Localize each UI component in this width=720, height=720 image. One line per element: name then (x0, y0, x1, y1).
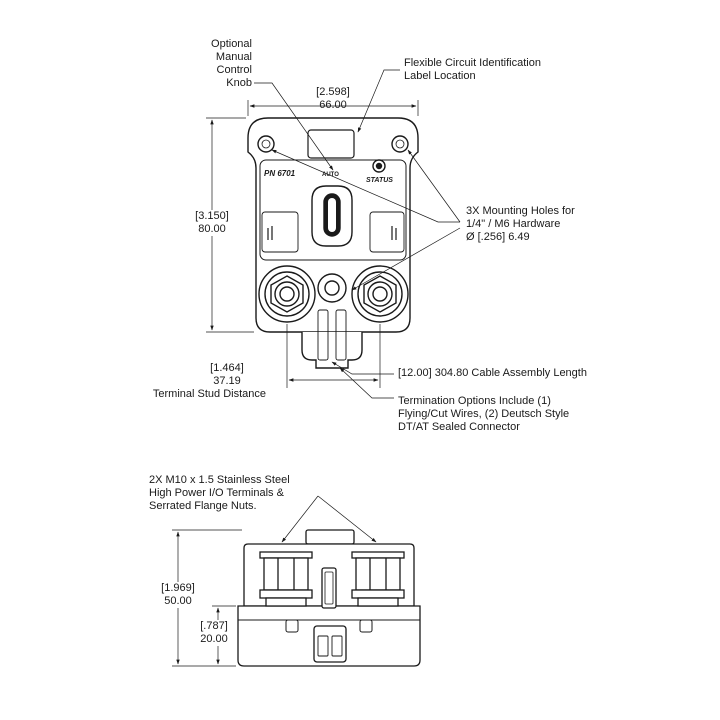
terminal-distance-callout: [1.464] 37.19 Terminal Stud Distance (128, 362, 266, 401)
width-dimension: [2.598] 66.00 (300, 86, 366, 112)
width-dimension-inch: [2.598] (316, 86, 350, 98)
termination-line: Flying/Cut Wires, (2) Deutsch Style (398, 408, 570, 420)
mounting-hole-center (317, 273, 347, 303)
base-height-inch: [.787] (200, 620, 228, 632)
knob-leader (254, 82, 334, 171)
mounting-holes-line: 3X Mounting Holes for (466, 205, 575, 217)
cable-length-callout: [12.00] 304.80 Cable Assembly Length (398, 367, 587, 379)
knob-callout-line: Control (216, 64, 252, 76)
height-dimension-mm: 80.00 (198, 223, 226, 235)
right-plate (369, 211, 405, 253)
label-location-line: Label Location (404, 70, 476, 82)
base-height-dimension: [.787] 20.00 (192, 620, 236, 646)
label-location-line: Flexible Circuit Identification (404, 57, 541, 69)
side-view (237, 529, 421, 667)
left-plate (261, 211, 299, 253)
side-height-mm: 50.00 (164, 595, 192, 607)
terminals-callout: 2X M10 x 1.5 Stainless Steel High Power … (149, 474, 290, 513)
side-terminal-right (351, 551, 405, 607)
side-height-inch: [1.969] (161, 582, 195, 594)
mounting-holes-line: Ø [.256] 6.49 (466, 231, 530, 243)
status-text: STATUS (366, 177, 393, 184)
housing-face (259, 159, 407, 261)
mounting-hole-top-right (391, 135, 409, 153)
auto-text: AUTO (322, 172, 339, 178)
terminal-distance-label: Terminal Stud Distance (152, 388, 266, 400)
mounting-holes-leader-3 (271, 149, 460, 223)
termination-line: DT/AT Sealed Connector (398, 421, 520, 433)
terminal-right (351, 265, 409, 323)
mounting-holes-callout: 3X Mounting Holes for 1/4" / M6 Hardware… (466, 205, 575, 244)
side-connector (313, 625, 347, 663)
part-number-text: PN 6701 (264, 169, 296, 178)
side-terminal-left (259, 551, 313, 607)
label-location-callout: Flexible Circuit Identification Label Lo… (404, 57, 541, 83)
cable-connector (301, 332, 363, 369)
top-view (247, 117, 419, 369)
height-dimension-inch: [3.150] (195, 210, 229, 222)
terminals-line: Serrated Flange Nuts. (149, 500, 257, 512)
label-window (307, 129, 355, 159)
termination-callout: Termination Options Include (1) Flying/C… (398, 395, 569, 434)
label-leader (357, 69, 400, 133)
width-dimension-mm: 66.00 (319, 99, 347, 111)
terminal-distance-inch: [1.464] (210, 362, 244, 374)
mounting-holes-line: 1/4" / M6 Hardware (466, 218, 561, 230)
side-top-cap (305, 529, 355, 545)
terminals-line: High Power I/O Terminals & (149, 487, 284, 499)
mounting-hole-top-left (257, 135, 275, 153)
height-dimension: [3.150] 80.00 (184, 210, 240, 236)
terminal-left (258, 265, 316, 323)
side-height-dimension: [1.969] 50.00 (150, 582, 206, 608)
knob-callout: Optional Manual Control Knob (186, 38, 252, 90)
terminals-leader-left (281, 495, 319, 543)
termination-leader (339, 367, 394, 399)
terminals-leader-right (317, 495, 377, 543)
terminals-line: 2X M10 x 1.5 Stainless Steel (149, 474, 290, 486)
mounting-holes-leader-2 (351, 227, 461, 291)
knob-callout-line: Knob (226, 77, 252, 89)
cable-leader (331, 361, 394, 375)
knob-callout-line: Manual (215, 51, 252, 63)
knob-callout-line: Optional (211, 38, 252, 50)
terminal-distance-mm: 37.19 (213, 375, 241, 387)
termination-line: Termination Options Include (1) (398, 395, 551, 407)
mounting-holes-leader-1 (407, 149, 461, 223)
base-height-mm: 20.00 (200, 633, 228, 645)
